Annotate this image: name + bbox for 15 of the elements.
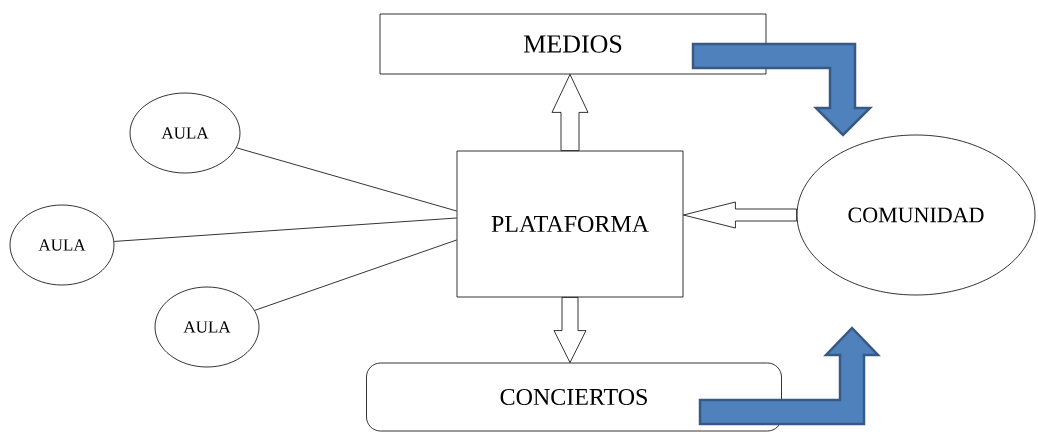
ellipse-node: AULA	[154, 286, 260, 368]
process-box: PLATAFORMA	[456, 150, 684, 298]
process-box: MEDIOS	[379, 13, 767, 75]
bent-arrow	[698, 326, 881, 426]
block-arrow	[551, 74, 589, 151]
ellipse-node: COMUNIDAD	[796, 134, 1036, 296]
ellipse-node: AULA	[129, 92, 241, 174]
connector-line	[254, 239, 457, 311]
ellipse-node: AULA	[9, 204, 115, 286]
connector-line	[113, 217, 457, 242]
connector-line	[236, 147, 457, 212]
rounded-box: CONCIERTOS	[366, 362, 782, 432]
bent-arrow	[691, 42, 874, 137]
block-arrow	[553, 297, 587, 363]
block-arrow	[683, 201, 797, 229]
